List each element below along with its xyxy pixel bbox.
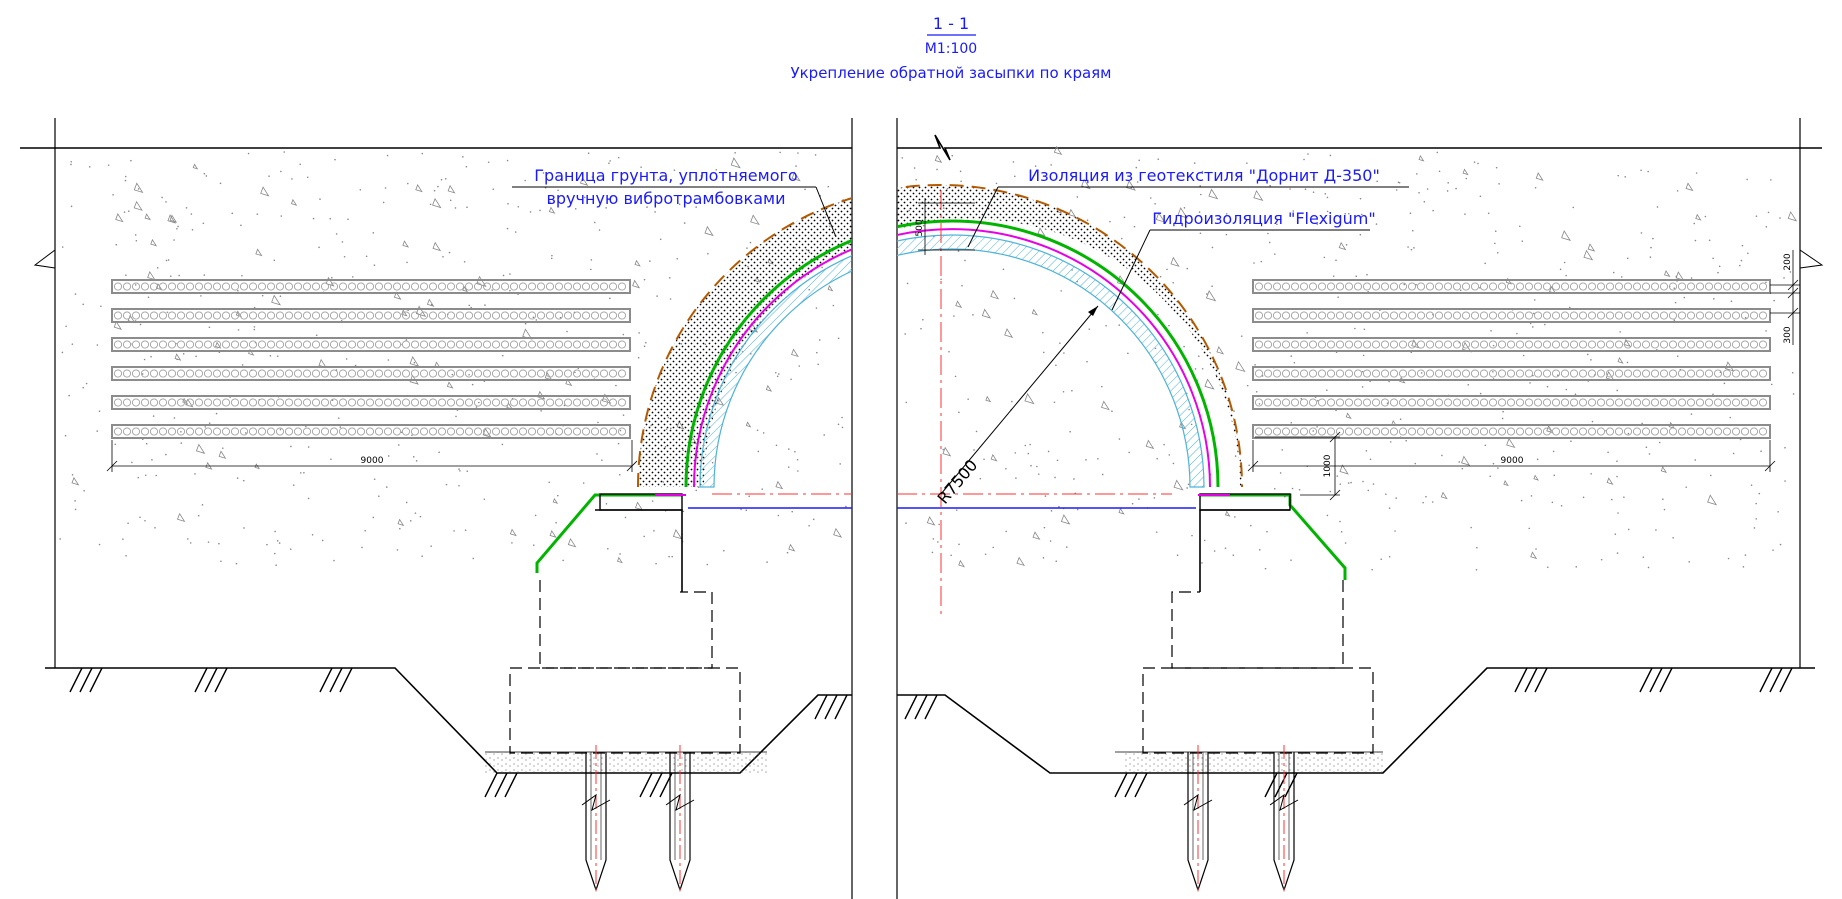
footing-dashed-left <box>509 580 741 754</box>
centerlines <box>688 190 1196 615</box>
arch-left-half <box>637 197 852 488</box>
piles <box>581 745 1299 895</box>
callout-geotextile: Изоляция из геотекстиля "Дорнит Д-350" <box>967 166 1409 248</box>
dimension-label-width-right: 9000 <box>1501 456 1524 466</box>
section-mark: 1 - 1 <box>933 14 969 33</box>
section-scale: М1:100 <box>925 41 977 57</box>
dimension-label-1000: 1000 <box>1323 454 1333 477</box>
backfill-soil-right <box>901 145 1798 571</box>
drain-pipe-rows-left <box>111 279 631 439</box>
dimension-label-300: 300 <box>1783 326 1793 343</box>
backfill-soil-left <box>59 151 850 567</box>
callout-waterproofing-text: Гидроизоляция "Flexigum" <box>1152 209 1375 228</box>
dimension-label-width-left: 9000 <box>361 456 384 466</box>
arch-support-left <box>535 493 686 592</box>
excavation-outline <box>45 667 1815 774</box>
callout-soil-boundary-line1: Граница грунта, уплотняемого <box>534 166 797 185</box>
dimension-label-500: 500 <box>915 219 925 236</box>
callout-soil-boundary: Граница грунта, уплотняемого вручную виб… <box>512 166 837 238</box>
dimension-spacing <box>1770 250 1800 345</box>
callout-waterproofing: Гидроизоляция "Flexigum" <box>1111 209 1376 311</box>
arch-right-half <box>897 184 1243 488</box>
ground-hatch-marks <box>69 667 1793 798</box>
gravel-bed-left <box>485 752 767 774</box>
dimension-label-200: 200 <box>1783 253 1793 270</box>
footing-dashed-right <box>1142 580 1374 754</box>
section-title: 1 - 1 М1:100 Укрепление обратной засыпки… <box>790 14 1111 82</box>
arch-support-right <box>1198 493 1347 592</box>
radius-dimension <box>940 305 1099 495</box>
dimension-arch-cover <box>918 198 975 255</box>
dimension-width-left <box>106 440 638 472</box>
callout-soil-boundary-line2: вручную вибротрамбовками <box>546 189 785 208</box>
callout-geotextile-text: Изоляция из геотекстиля "Дорнит Д-350" <box>1028 166 1380 185</box>
dimension-width-right <box>1247 440 1776 472</box>
drain-pipe-rows-right <box>1252 279 1771 439</box>
dimension-base-height <box>1255 431 1341 501</box>
gravel-bed-right <box>1125 752 1383 774</box>
section-subtitle: Укрепление обратной засыпки по краям <box>790 64 1111 82</box>
ground-surface <box>20 118 1824 668</box>
